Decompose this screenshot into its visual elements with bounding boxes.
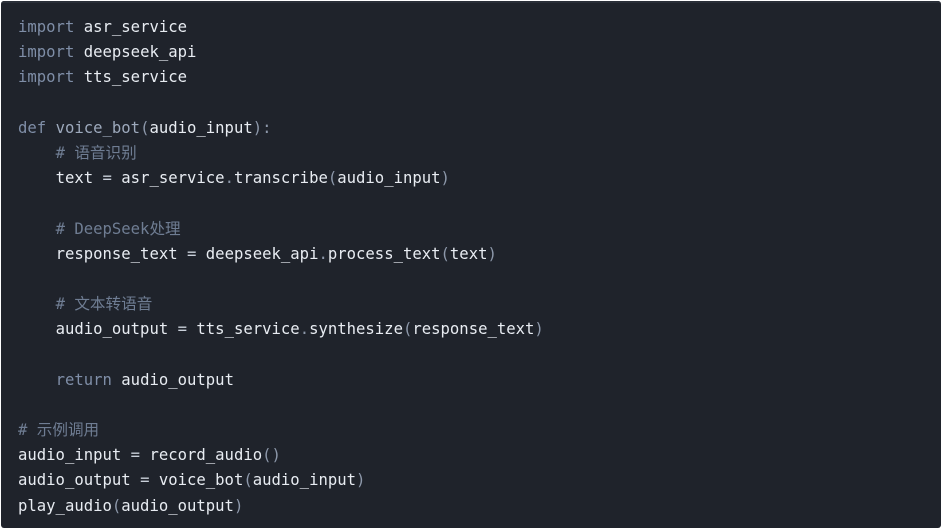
code-line-import-tts: import tts_service (18, 65, 924, 90)
argument: audio_output (121, 496, 234, 515)
argument: response_text (412, 320, 535, 339)
function-call: play_audio (18, 496, 112, 515)
argument: audio_input (337, 169, 441, 188)
code-line-synthesize: audio_output = tts_service.synthesize(re… (18, 317, 924, 342)
operator: = (102, 169, 112, 188)
paren-close: ) (534, 320, 544, 339)
dot: . (224, 169, 234, 188)
operator: = (177, 320, 188, 339)
paren-open: ( (262, 446, 272, 465)
code-line-blank (18, 191, 924, 216)
function-call: voice_bot (158, 471, 244, 490)
code-line-def: def voice_bot(audio_input): (18, 116, 924, 141)
module-name: tts_service (83, 68, 188, 87)
paren-open: ( (140, 118, 150, 137)
module-name: deepseek_api (83, 43, 197, 62)
comment: # 文本转语音 (55, 295, 153, 314)
return-value: audio_output (121, 370, 234, 389)
keyword-return: return (55, 370, 112, 389)
paren-open: ( (440, 244, 450, 263)
paren-open: ( (402, 320, 413, 339)
code-line-comment-asr: # 语音识别 (18, 141, 924, 166)
object-name: tts_service (196, 320, 300, 339)
code-line-blank (18, 91, 924, 116)
function-name: voice_bot (55, 118, 141, 137)
variable: audio_input (18, 446, 122, 465)
code-line-blank (18, 342, 924, 367)
keyword-import: import (18, 43, 75, 62)
operator: = (130, 446, 141, 465)
comment: # 语音识别 (55, 143, 137, 162)
paren-open: ( (111, 496, 122, 515)
method-name: transcribe (233, 169, 328, 188)
variable: text (55, 169, 94, 188)
code-line-comment-tts: # 文本转语音 (18, 292, 924, 317)
keyword-import: import (18, 18, 75, 36)
keyword-def: def (18, 118, 47, 137)
code-line-import-deepseek: import deepseek_api (18, 40, 924, 65)
operator: = (187, 244, 197, 263)
code-line-process: response_text = deepseek_api.process_tex… (18, 242, 924, 267)
function-call: record_audio (149, 446, 263, 465)
code-line-play: play_audio(audio_output) (18, 494, 924, 519)
argument: text (449, 244, 488, 263)
variable: response_text (55, 244, 178, 263)
paren-close: ) (271, 446, 281, 465)
object-name: deepseek_api (205, 244, 319, 263)
method-name: process_text (327, 244, 441, 263)
paren-close: ): (252, 118, 272, 137)
argument: audio_input (252, 471, 357, 490)
code-line-blank (18, 267, 924, 292)
code-line-blank (18, 393, 924, 418)
paren-close: ) (487, 244, 497, 263)
code-line-return: return audio_output (18, 368, 924, 393)
paren-open: ( (243, 471, 253, 490)
method-name: synthesize (309, 320, 403, 339)
variable: audio_output (55, 320, 169, 339)
operator: = (140, 471, 150, 490)
dot: . (299, 320, 310, 339)
function-param: audio_input (149, 118, 253, 137)
module-name: asr_service (83, 18, 188, 36)
variable: audio_output (18, 471, 131, 490)
code-line-voicebot: audio_output = voice_bot(audio_input) (18, 468, 924, 493)
code-line-record: audio_input = record_audio() (18, 443, 924, 468)
dot: . (318, 244, 328, 263)
paren-open: ( (327, 169, 338, 188)
comment: # DeepSeek处理 (55, 219, 181, 238)
keyword-import: import (18, 68, 75, 87)
paren-close: ) (440, 169, 450, 188)
paren-close: ) (233, 496, 244, 515)
code-line-comment-example: # 示例调用 (18, 418, 924, 443)
code-line-transcribe: text = asr_service.transcribe(audio_inpu… (18, 166, 924, 191)
code-line-comment-deepseek: # DeepSeek处理 (18, 217, 924, 242)
object-name: asr_service (121, 169, 225, 188)
paren-close: ) (356, 471, 366, 490)
comment: # 示例调用 (18, 421, 100, 439)
code-line-import-asr: import asr_service (18, 15, 924, 40)
